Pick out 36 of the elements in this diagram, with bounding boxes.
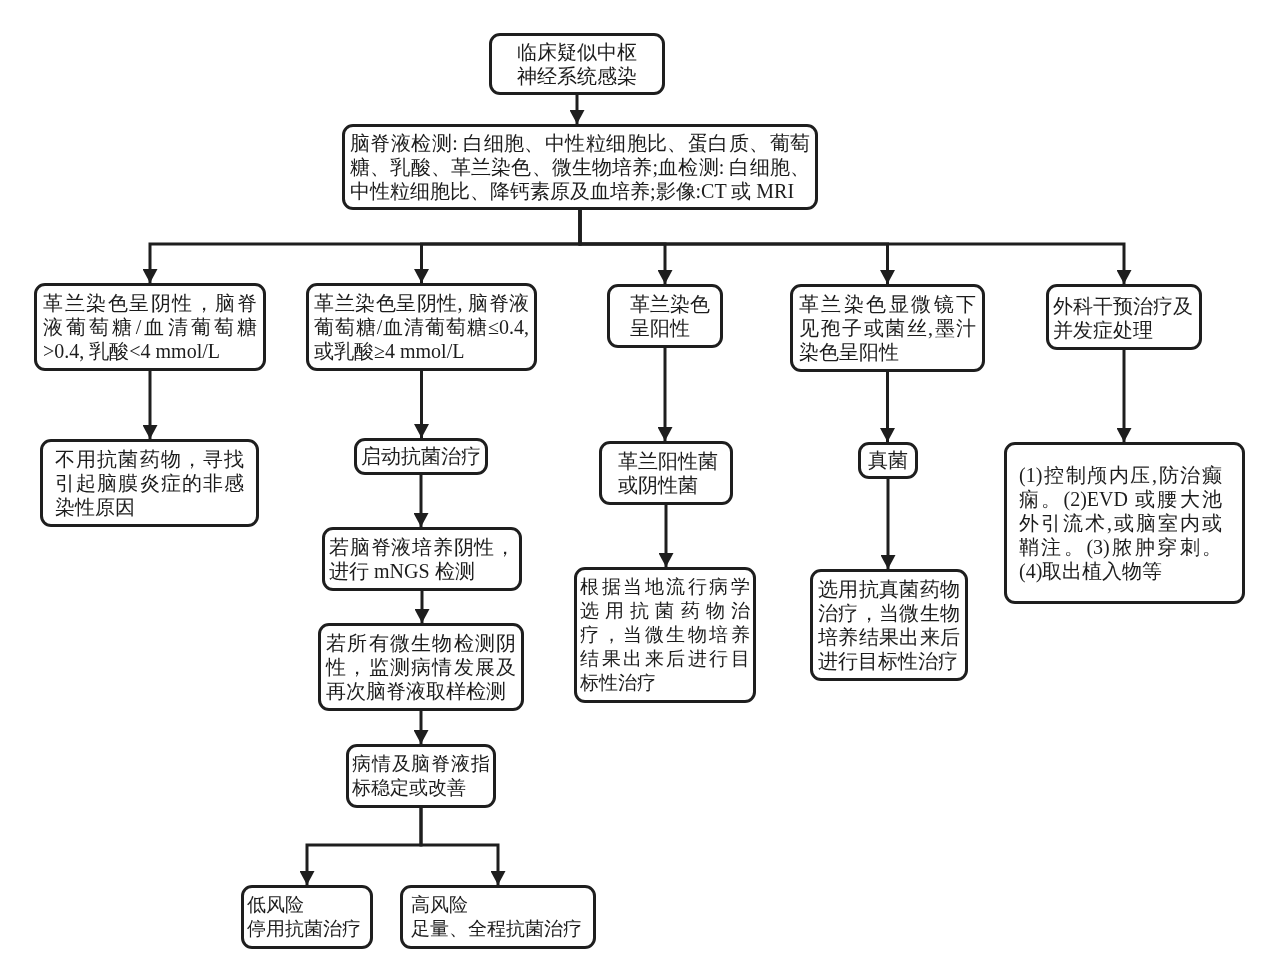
- box-heading: 高风险: [411, 893, 469, 917]
- process-box: 革兰染色显微镜下见孢子或菌丝,墨汁染色呈阳性: [790, 284, 985, 372]
- process-box: 根据当地流行病学选用抗菌药物治疗，当微生物培养结果出来后进行目标性治疗: [574, 567, 756, 703]
- arrow: [414, 371, 429, 438]
- process-box: 革兰染色呈阴性，脑脊液葡萄糖/血清葡萄糖>0.4, 乳酸<4 mmol/L: [34, 283, 266, 371]
- process-box: 临床疑似中枢神经系统感染: [489, 33, 665, 95]
- process-box: [400, 885, 596, 949]
- box-text: 停用抗菌治疗: [247, 917, 362, 941]
- arrow: [414, 475, 428, 527]
- arrow: [578, 210, 1131, 284]
- arrow: [415, 591, 429, 623]
- arrow: [570, 95, 584, 124]
- process-box: 病情及脑脊液指标稳定或改善: [346, 744, 496, 808]
- process-box: 若脑脊液培养阴性，进行 mNGS 检测: [322, 527, 522, 591]
- arrow: [659, 505, 673, 567]
- process-box: 革兰阳性菌或阴性菌: [599, 441, 733, 505]
- process-box: 真菌: [858, 442, 918, 479]
- arrow: [143, 371, 157, 439]
- process-box: 不用抗菌药物，寻找引起脑膜炎症的非感染性原因: [40, 439, 259, 527]
- box-heading: 低风险: [247, 893, 305, 917]
- box-text: 足量、全程抗菌治疗: [411, 917, 583, 941]
- process-box: 若所有微生物检测阴性，监测病情发展及再次脑脊液取样检测: [318, 623, 524, 711]
- arrow: [1117, 350, 1131, 442]
- arrow: [658, 348, 672, 441]
- process-box: 外科干预治疗及并发症处理: [1046, 284, 1202, 350]
- arrow: [419, 808, 505, 885]
- process-box: 革兰染色呈阳性: [607, 284, 723, 348]
- process-box: [241, 885, 373, 949]
- process-box: 脑脊液检测: 白细胞、中性粒细胞比、蛋白质、葡萄糖、乳酸、革兰染色、微生物培养;血检测: 白细胞、中性粒细胞比、降钙素原及血培养;影像:CT 或 MRI: [342, 124, 818, 210]
- arrow: [881, 479, 895, 569]
- process-box: 选用抗真菌药物治疗，当微生物培养结果出来后进行目标性治疗: [810, 569, 968, 681]
- process-box: (1)控制颅内压,防治癫痫。(2)EVD 或腰大池外引流术,或脑室内或鞘注。(3)脓肿穿刺。(4)取出植入物等: [1004, 442, 1245, 604]
- process-box: 革兰染色呈阴性, 脑脊液葡萄糖/血清葡萄糖≤0.4,或乳酸≥4 mmol/L: [306, 283, 537, 371]
- arrow: [414, 711, 428, 744]
- process-box: 启动抗菌治疗: [354, 438, 488, 475]
- arrow: [880, 372, 895, 442]
